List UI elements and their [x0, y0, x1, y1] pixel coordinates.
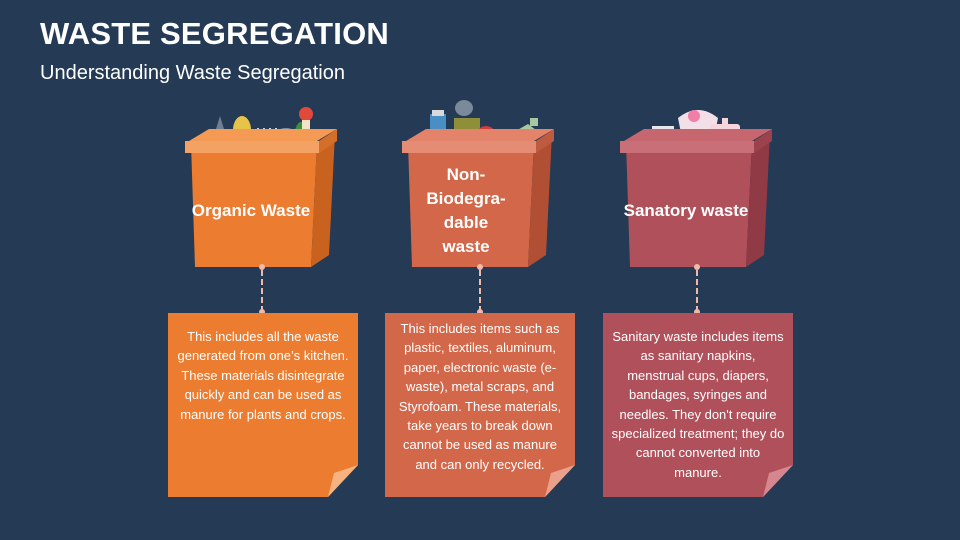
connector-dot: [477, 309, 483, 315]
description-text: This includes all the waste generated fr…: [177, 329, 349, 422]
connector-dot: [477, 264, 483, 270]
connector-line: [479, 270, 481, 312]
organic-waste-bin: Organic Waste: [185, 127, 337, 269]
description-card-organic: This includes all the waste generated fr…: [168, 313, 358, 497]
page-subtitle: Understanding Waste Segregation: [40, 62, 345, 84]
connector-line: [696, 270, 698, 312]
connector-dot: [259, 264, 265, 270]
description-text: This includes items such as plastic, tex…: [398, 321, 562, 472]
sanitary-waste-bin: Sanatory waste: [620, 127, 772, 269]
bin-label-non-biodegradable: Non-Biodegra-dable waste: [426, 165, 506, 256]
non-biodegradable-waste-bin: Non-Biodegra-dable waste: [402, 127, 554, 269]
page-title: WASTE SEGREGATION: [40, 16, 390, 51]
description-card-sanitary: Sanitary waste includes items as sanitar…: [603, 313, 793, 497]
connector-dot: [259, 309, 265, 315]
description-card-non-biodegradable: This includes items such as plastic, tex…: [385, 313, 575, 497]
bin-label-organic: Organic Waste: [191, 201, 311, 220]
connector-dot: [694, 264, 700, 270]
bin-label-sanitary: Sanatory waste: [623, 201, 749, 220]
connector-dot: [694, 309, 700, 315]
connector-line: [261, 270, 263, 312]
description-text: Sanitary waste includes items as sanitar…: [611, 329, 785, 480]
